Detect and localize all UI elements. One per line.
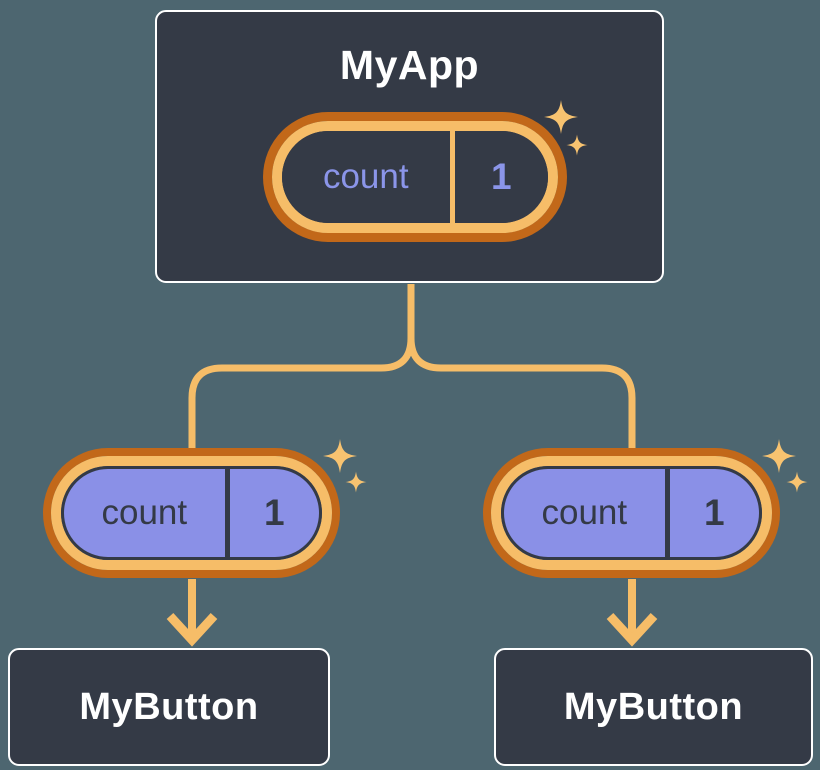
state-pill-value: 1	[491, 156, 512, 197]
prop-pill-left: count 1	[51, 456, 332, 570]
branch-right-line	[407, 337, 636, 452]
sparkle-big-icon	[762, 439, 796, 473]
arrow-down-right-head-icon	[606, 612, 658, 647]
pill-divider	[224, 469, 230, 557]
component-card-mybutton-left: MyButton	[8, 648, 330, 766]
component-title: MyButton	[563, 685, 744, 728]
sparkle-small-icon	[566, 134, 588, 156]
prop-pill-value: 1	[704, 492, 725, 533]
prop-pill-label: count	[541, 493, 628, 532]
component-title: MyButton	[79, 685, 259, 728]
sparkles-icon	[323, 439, 367, 493]
state-pill: count 1	[272, 121, 558, 233]
pill-divider	[664, 469, 670, 557]
sparkles-icon	[544, 100, 588, 156]
prop-pill-label: count	[101, 493, 188, 532]
component-card-mybutton-right: MyButton	[494, 648, 813, 766]
branch-left-line	[188, 284, 415, 452]
prop-pill-right: count 1	[491, 456, 772, 570]
pill-divider	[449, 131, 455, 223]
sparkle-small-icon	[345, 471, 367, 493]
sparkles-icon	[762, 439, 808, 493]
state-pill-label: count	[322, 157, 409, 196]
sparkle-big-icon	[323, 439, 357, 473]
prop-pill-value: 1	[264, 492, 285, 533]
sparkle-small-icon	[786, 471, 808, 493]
component-title: MyApp	[339, 42, 480, 88]
arrow-down-left-head-icon	[166, 612, 218, 647]
sparkle-big-icon	[544, 100, 578, 134]
